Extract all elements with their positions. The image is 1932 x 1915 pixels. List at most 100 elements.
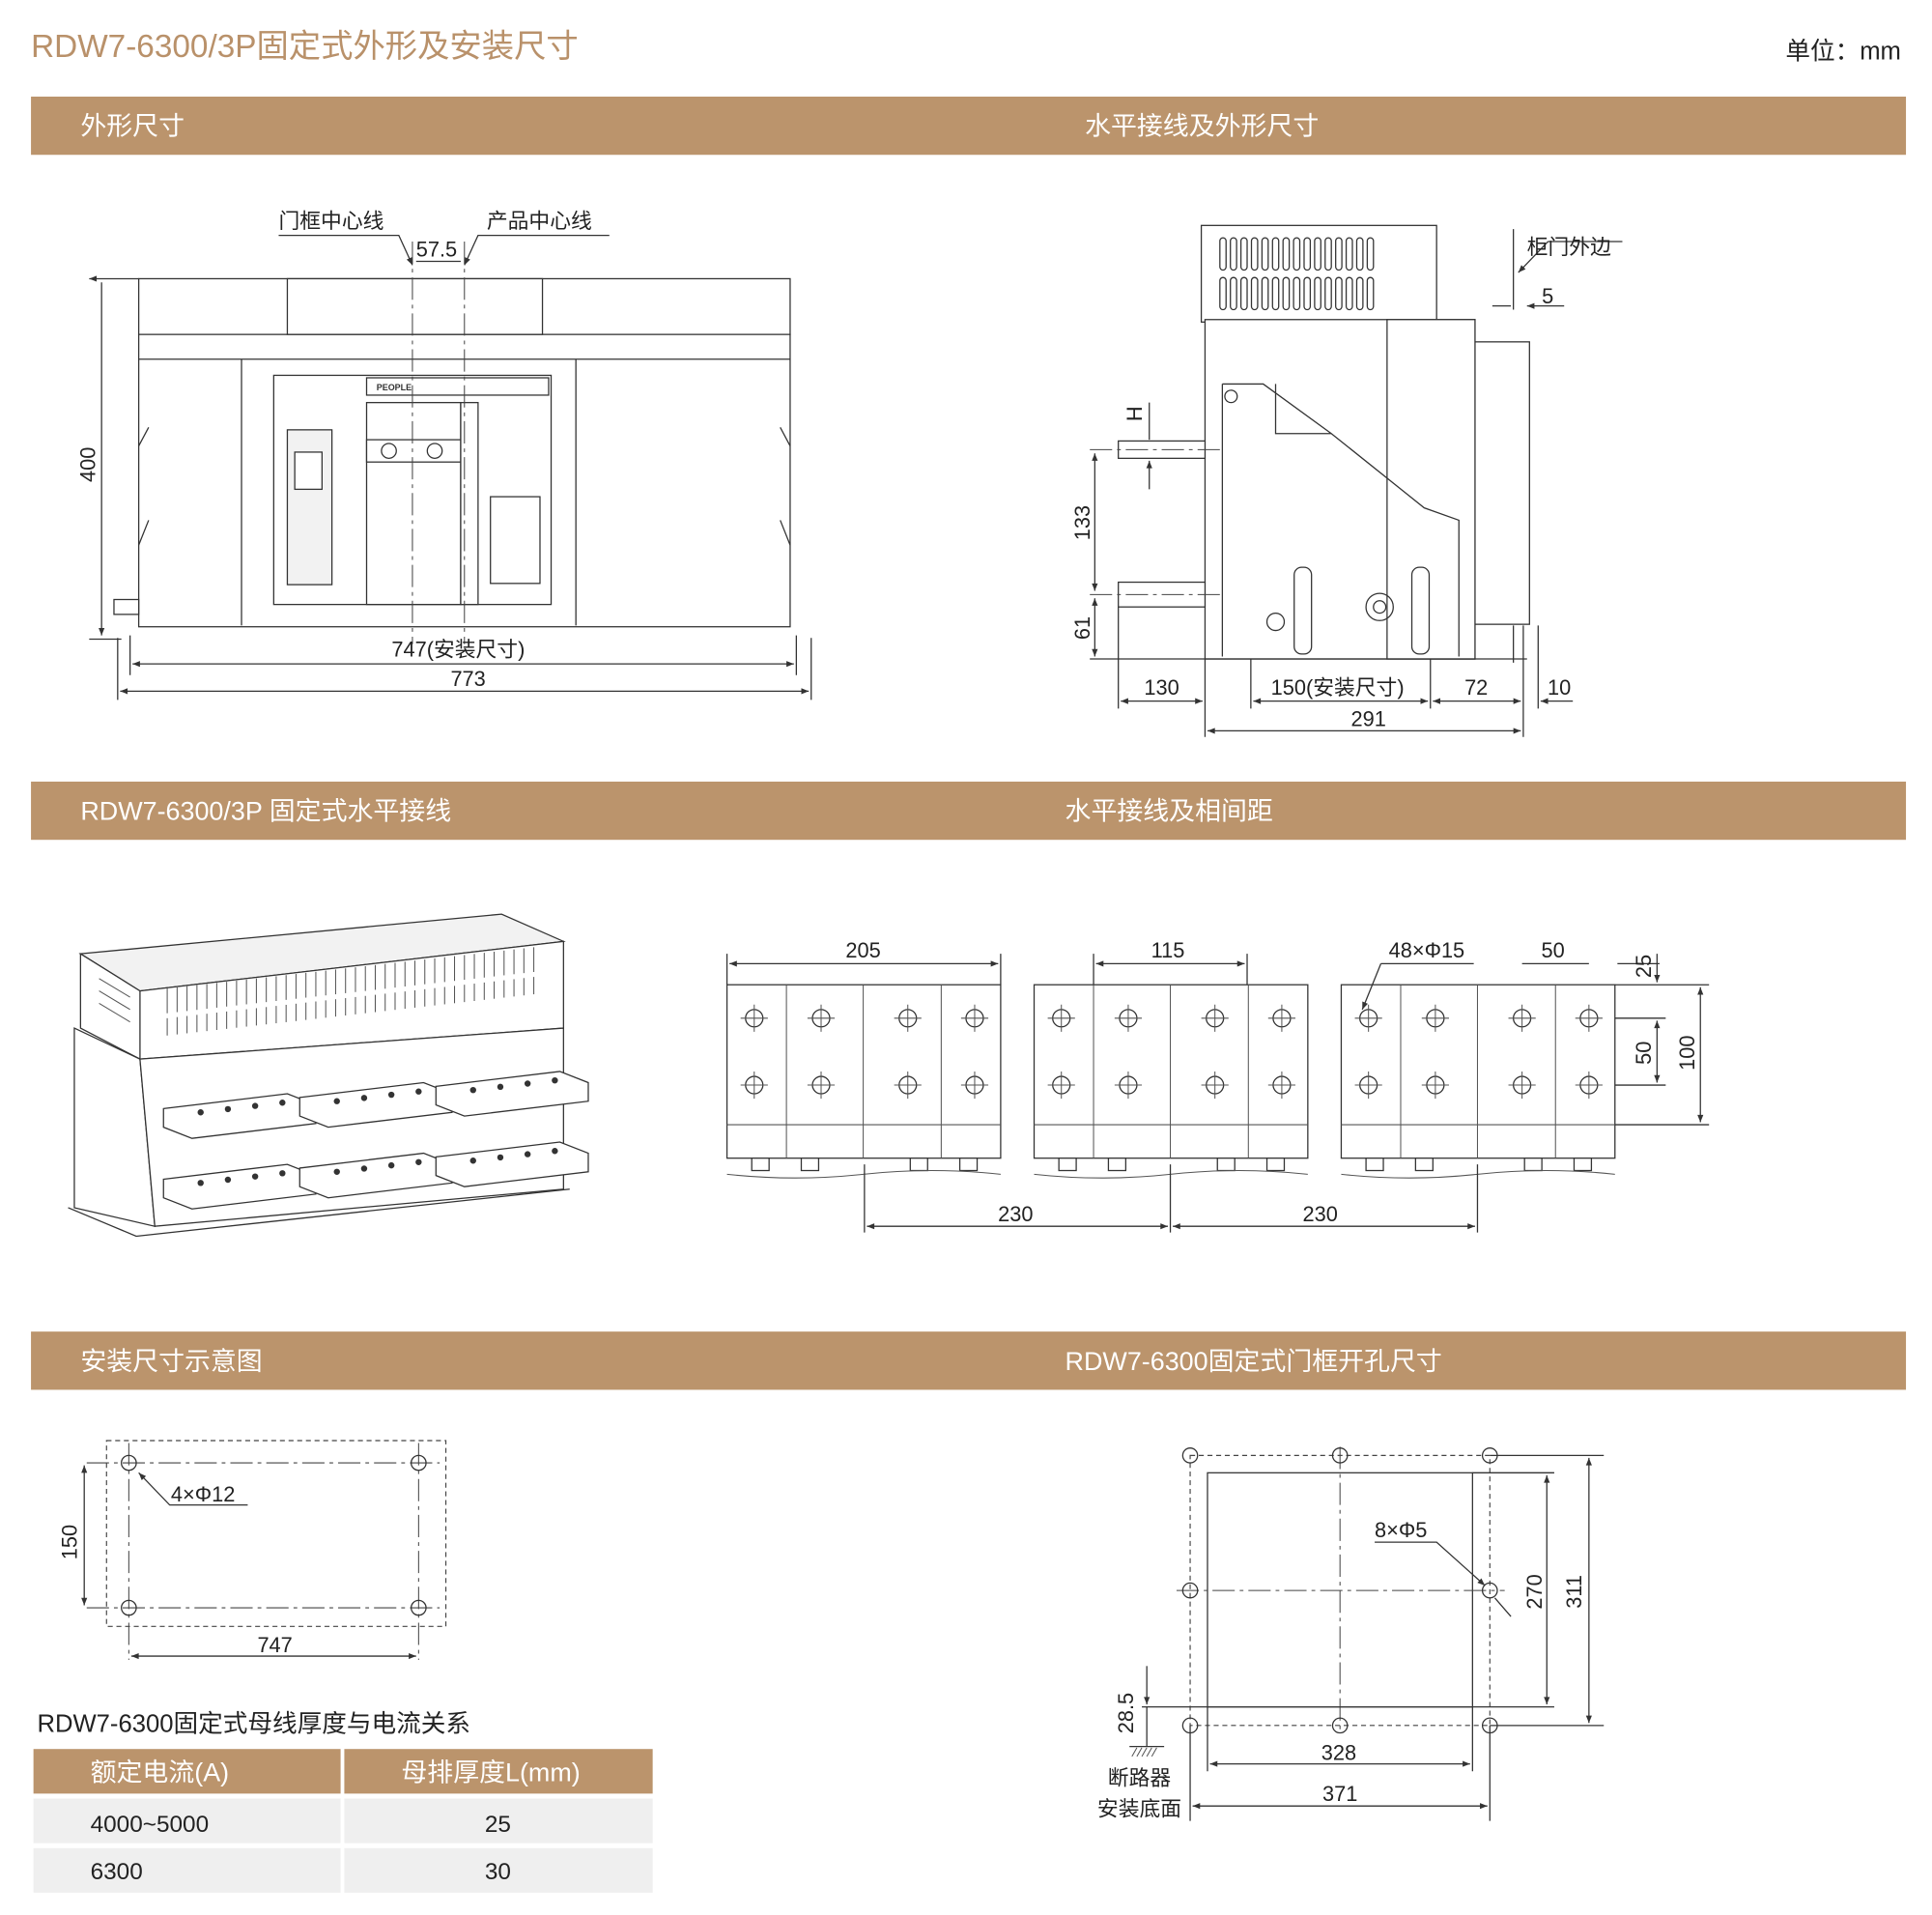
section-title-fixed-horizontal: RDW7-6300/3P 固定式水平接线 [80, 797, 451, 826]
mount-hole [411, 1454, 427, 1472]
dim-25: 25 [1632, 955, 1656, 978]
vent-slot [1345, 276, 1353, 311]
door-cutout-drawing: 8×Φ5 270 311 28.5 328 371 断路器 安装底面 [1097, 1446, 1605, 1821]
table-cell: 25 [485, 1812, 511, 1838]
dim-100: 100 [1675, 1036, 1699, 1071]
terminal-screw [1573, 1158, 1593, 1172]
door-holes-label: 8×Φ5 [1375, 1518, 1427, 1542]
busbar-plate [1033, 984, 1309, 1159]
door-edge-label: 柜门外边 [1527, 235, 1611, 259]
vent-slot [1271, 276, 1280, 311]
dim-133: 133 [1070, 505, 1094, 540]
dim-28-5: 28.5 [1114, 1693, 1138, 1733]
terminal-screw [909, 1158, 928, 1172]
busbar-division [1034, 985, 1308, 1158]
vent-slot [1271, 237, 1280, 272]
busbar-hole [387, 1161, 395, 1169]
terminal-screw [800, 1158, 820, 1172]
page-title: RDW7-6300/3P固定式外形及安装尺寸 [31, 29, 579, 65]
vent-slot [1230, 276, 1237, 311]
busbar-hole [333, 1168, 340, 1175]
base-label-line2: 安装底面 [1097, 1796, 1181, 1820]
side-view-drawing: 柜门外边 5 H 133 61 130 150(安装尺寸) 72 10 291 [1070, 224, 1623, 737]
dim-230-left: 230 [998, 1202, 1033, 1226]
door-hole [1331, 1447, 1349, 1464]
busbar-hole [224, 1176, 232, 1184]
vent-slot [1314, 276, 1321, 311]
section-title-door-cutout: RDW7-6300固定式门框开孔尺寸 [1065, 1347, 1442, 1376]
offset-dim: 57.5 [416, 237, 457, 261]
mount-width-dim: 747(安装尺寸) [391, 637, 525, 661]
busbar-hole [415, 1158, 422, 1165]
vent-slot [1282, 276, 1291, 311]
table-cell: 4000~5000 [91, 1812, 210, 1838]
table-header-thickness: 母排厚度L(mm) [401, 1758, 580, 1787]
vent-slot [1355, 276, 1364, 311]
terminal-screw [1523, 1158, 1543, 1172]
vent-slot [1261, 237, 1269, 272]
crosshair [807, 1071, 836, 1100]
busbar-hole [552, 1076, 558, 1084]
busbar-hole [279, 1170, 286, 1177]
vent-slot [1355, 237, 1364, 272]
busbar-hole [360, 1165, 368, 1172]
crosshair [1267, 1004, 1296, 1032]
busbar-hole [387, 1091, 395, 1099]
busbar-hole [469, 1086, 476, 1094]
busbar-hole [360, 1095, 368, 1101]
front-view-drawing: PEOPLE 门框中心线 产品中心线 57.5 400 747(安装尺寸) 77… [76, 209, 812, 700]
crosshair [1508, 1071, 1536, 1100]
table-cell: 30 [485, 1859, 511, 1885]
busbar-terminal [162, 1093, 317, 1139]
terminal-screw [751, 1158, 770, 1172]
h-dim: H [1122, 406, 1147, 421]
product-center-label: 产品中心线 [487, 209, 592, 233]
busbar-terminal [435, 1071, 589, 1117]
crosshair [1354, 1071, 1382, 1100]
vent-slot [1261, 276, 1269, 311]
section-title-outline: 外形尺寸 [80, 112, 185, 141]
crosshair [1267, 1071, 1296, 1100]
vent-slot [1335, 237, 1343, 272]
dim-10: 10 [1548, 675, 1571, 700]
gap-dim: 5 [1542, 284, 1553, 308]
busbar-hole [251, 1102, 259, 1109]
busbar-hole [197, 1180, 204, 1186]
crosshair [1421, 1004, 1449, 1032]
door-hole [1481, 1582, 1498, 1599]
door-center-label: 门框中心线 [278, 209, 384, 233]
mounting-drawing: 4×Φ12 150 747 [58, 1440, 447, 1660]
busbar-hole [524, 1151, 531, 1158]
dim-50-vertical: 50 [1632, 1042, 1656, 1065]
crosshair [894, 1004, 922, 1032]
dim-270: 270 [1522, 1574, 1547, 1609]
dim-205: 205 [845, 938, 880, 962]
busbar-plate [1340, 984, 1616, 1159]
door-hole [1481, 1717, 1498, 1734]
section-band-3: 安装尺寸示意图 RDW7-6300固定式门框开孔尺寸 [31, 1331, 1907, 1390]
door-hole [1181, 1582, 1199, 1599]
total-width-dim: 773 [450, 667, 485, 691]
isometric-view-drawing [68, 913, 589, 1238]
vent-slot [1239, 237, 1248, 272]
crosshair [1047, 1071, 1075, 1100]
busbar-hole [497, 1154, 504, 1161]
vent-slot [1250, 276, 1259, 311]
break-line [726, 1169, 1001, 1179]
busbar-division [1341, 985, 1615, 1158]
door-hole [1481, 1447, 1498, 1464]
crosshair [1114, 1071, 1143, 1100]
busbar-hole [224, 1105, 232, 1113]
crosshair [960, 1071, 989, 1100]
crosshair [1575, 1071, 1603, 1100]
base-label-line1: 断路器 [1108, 1765, 1172, 1789]
vent-slot [1314, 237, 1321, 272]
busbar-hole [197, 1109, 204, 1116]
dim-291: 291 [1350, 706, 1385, 730]
unit-label: 单位：mm [1785, 38, 1901, 66]
busbar-hole [524, 1080, 531, 1087]
dim-130: 130 [1144, 675, 1179, 700]
vent-slot [1293, 237, 1301, 272]
terminal-screw [1365, 1158, 1384, 1172]
vent-slot [1335, 276, 1343, 311]
